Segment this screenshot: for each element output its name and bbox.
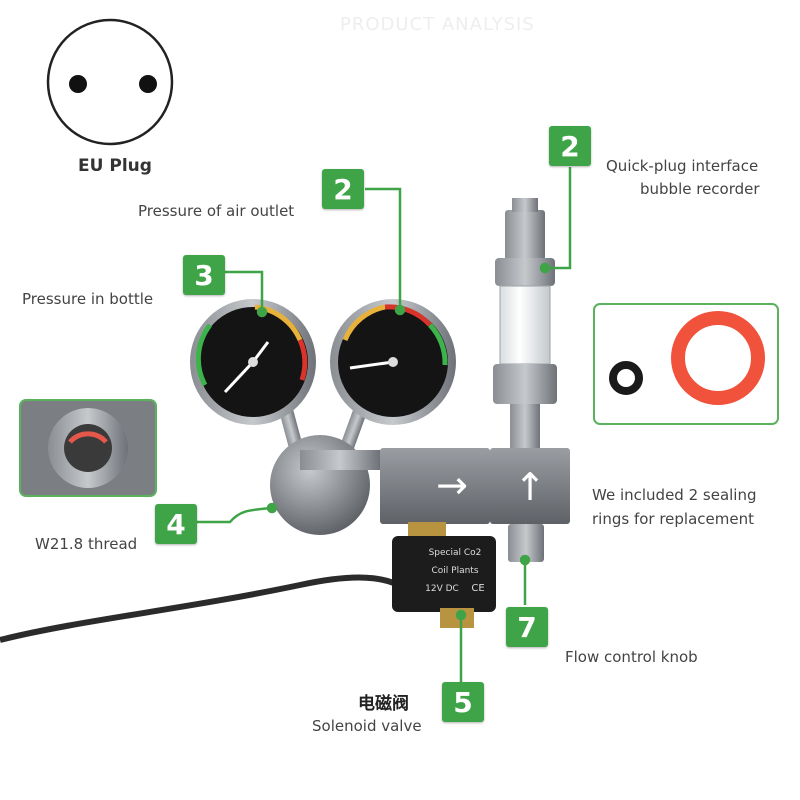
callout-3-text: Pressure in bottle <box>22 290 154 308</box>
callout-2-outlet-text: Pressure of air outlet <box>138 202 295 220</box>
callout-4-text: W21.8 thread <box>35 535 138 553</box>
sealing-rings-text-line1: We included 2 sealing <box>592 486 757 504</box>
callout-2-bubble-badge: 2 <box>549 126 591 166</box>
solenoid-valve: Special Co2 Coil Plants 12V DC CE <box>392 522 496 628</box>
callout-7-text: Flow control knob <box>565 648 698 666</box>
callout-5-text-cn: 电磁阀 <box>358 694 409 714</box>
solenoid-label-line1: Special Co2 <box>429 548 482 558</box>
svg-text:→: → <box>436 463 468 507</box>
ce-mark: CE <box>471 583 484 594</box>
solenoid-label-line3: 12V DC <box>425 584 459 594</box>
flow-knob <box>508 524 544 562</box>
large-o-ring <box>671 311 765 405</box>
callout-5-badge: 5 <box>442 682 484 722</box>
callout-3-badge: 3 <box>183 255 225 295</box>
callout-2-outlet-badge: 2 <box>322 169 364 209</box>
plug-title: EU Plug <box>78 156 152 176</box>
sealing-rings-text-line2: rings for replacement <box>592 510 754 528</box>
faded-header-text: PRODUCT ANALYSIS <box>340 14 535 35</box>
small-o-ring <box>609 361 643 395</box>
svg-text:↑: ↑ <box>514 465 546 509</box>
outlet-pressure-gauge <box>330 299 456 425</box>
callout-7-badge: 7 <box>506 607 548 647</box>
callout-4-badge: 4 <box>155 504 197 544</box>
callout-5-text: Solenoid valve <box>312 717 422 735</box>
solenoid-label-line2: Coil Plants <box>431 566 478 576</box>
bubble-counter <box>493 198 557 449</box>
connector-lines <box>197 167 572 685</box>
callout-2-bubble-text-line2: bubble recorder <box>640 180 760 198</box>
eu-plug-icon <box>46 18 174 146</box>
callout-2-bubble-text-line1: Quick-plug interface <box>606 157 759 175</box>
bottle-pressure-gauge <box>190 299 316 425</box>
